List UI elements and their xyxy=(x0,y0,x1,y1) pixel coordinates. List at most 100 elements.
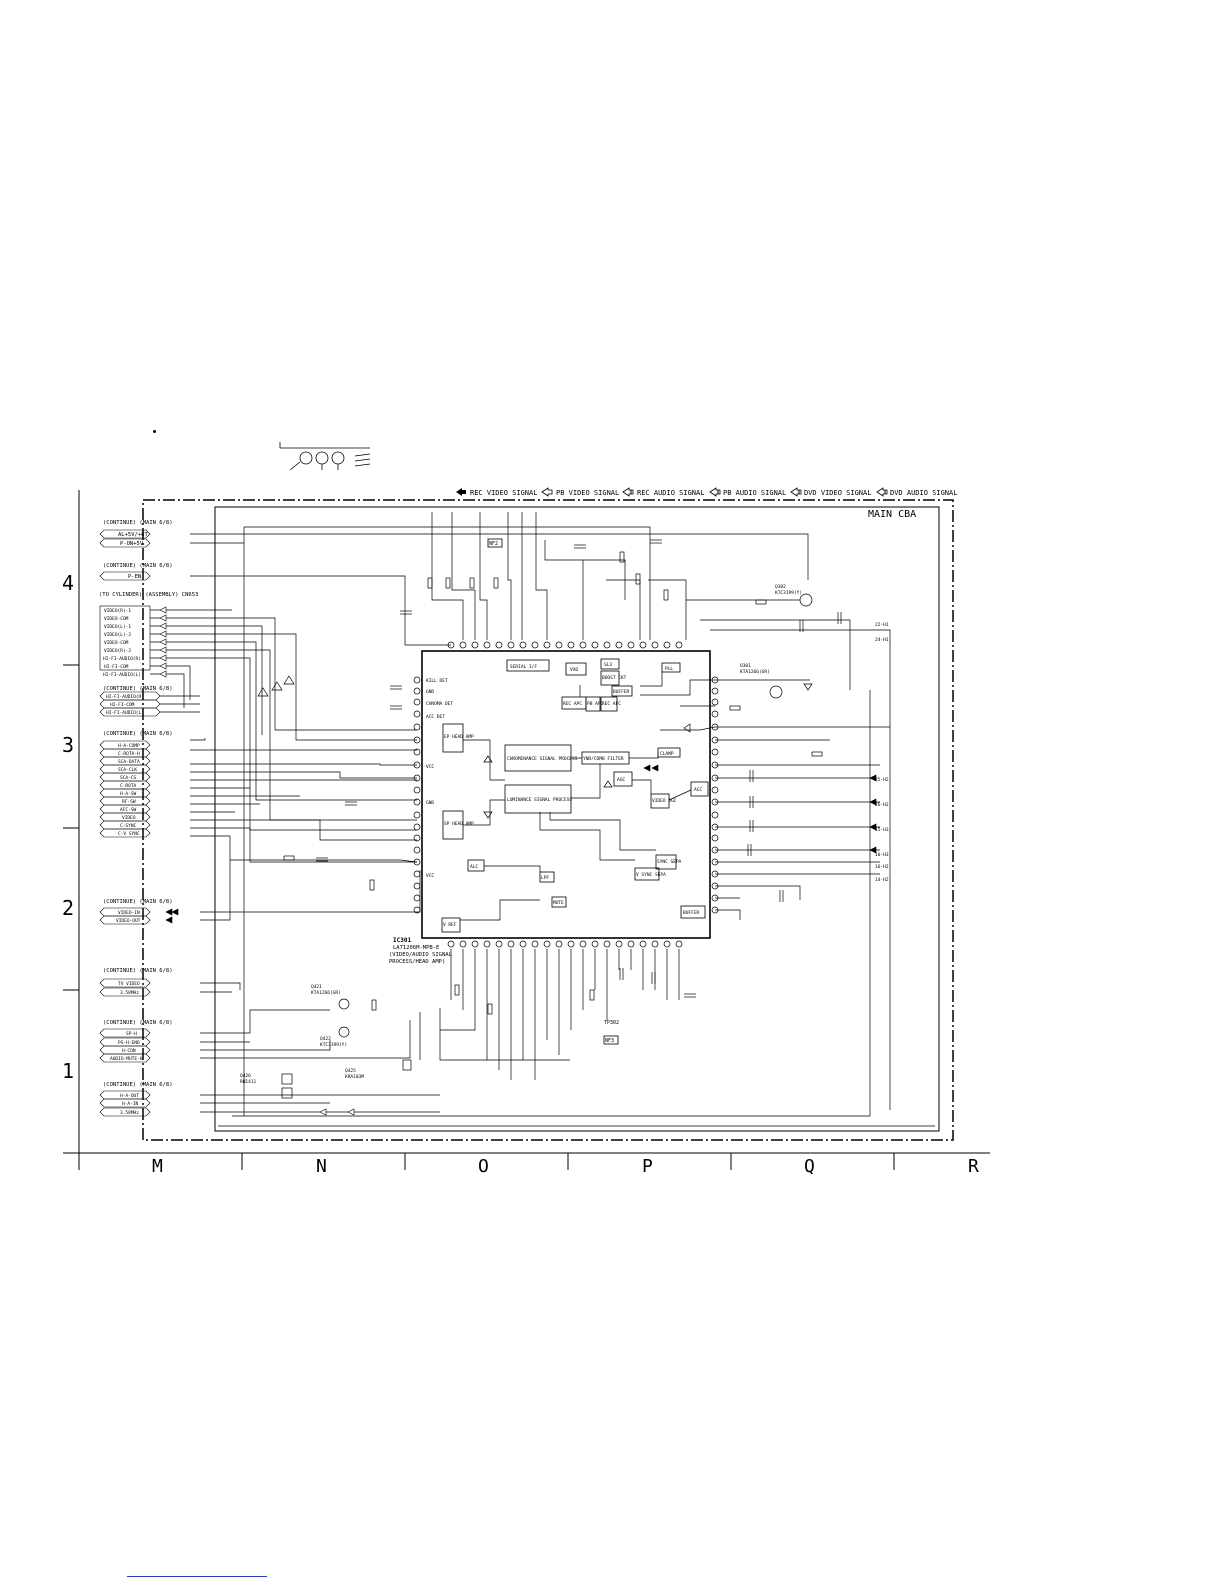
legend-rec-video-arrow xyxy=(456,488,466,496)
conn-c-rota: C-ROTA xyxy=(120,783,137,789)
block-clamp: CLAMP xyxy=(660,751,674,757)
pin-label-kill-det: KILL DET xyxy=(426,678,448,684)
conn-hifi-l: HI-FI-AUDIO(L) xyxy=(106,710,144,716)
conn-c-rota-h: C-ROTA-H xyxy=(118,751,140,757)
conn-h-a-out: H-A-OUT xyxy=(120,1093,139,1099)
ref-15-h3: 15-H3 xyxy=(875,827,889,833)
conn-h-a-in: H-A-IN xyxy=(122,1101,139,1107)
board-inner-frame xyxy=(214,506,940,1132)
conn-sp-h: SP-H xyxy=(126,1031,137,1037)
cn653-pin-5: VIDEO-COM xyxy=(104,640,129,646)
conn-sca-data: SCA-DATA xyxy=(118,759,140,765)
block-ep-head-amp: EP HEAD AMP xyxy=(444,734,474,740)
ref-14-h2: 14-H2 xyxy=(875,877,889,883)
ic301-body xyxy=(421,650,711,939)
conn-video-in: VIDEO-IN xyxy=(118,910,140,916)
conn-video-out: VIDEO-OUT xyxy=(116,918,141,924)
block-lpf: LPF xyxy=(541,875,549,881)
block-video-agc: VIDEO AGC xyxy=(652,798,677,804)
ref-22-h1: 22-H1 xyxy=(875,622,889,628)
conn-afc-sw: AFC-SW xyxy=(120,807,137,813)
col-label-r: R xyxy=(968,1156,979,1177)
conn-358mhz-2: 3.58MHz xyxy=(120,1110,139,1116)
conn-c-sync: C-SYNC xyxy=(120,823,137,829)
col-label-o: O xyxy=(478,1156,489,1177)
block-mute: MUTE xyxy=(553,900,564,906)
tp302: TP302 xyxy=(604,1020,619,1026)
block-rec-afc: REC AFC xyxy=(602,701,621,707)
conn-sca-clk: SCA-CLK xyxy=(118,767,137,773)
row-label-4: 4 xyxy=(62,571,74,595)
conn-h-a-sw: H-A-SW xyxy=(120,791,137,797)
cn653-pin-7: HI-FI-AUDIO(R) xyxy=(103,656,141,662)
col-label-q: Q xyxy=(804,1156,815,1177)
conn-358mhz-1: 3.58MHz xyxy=(120,990,139,996)
ic-left-pin-labels: KILL DET GND CHROMA DET ACC DET VCC GND … xyxy=(426,678,453,879)
conn-video: VIDEO xyxy=(122,815,136,821)
conn-header-1: (CONTINUE) (MAIN 6/8) xyxy=(103,520,173,526)
block-boost-ckt: BOOST CKT xyxy=(602,675,627,681)
component-marks xyxy=(257,539,842,1015)
ground-symbol-sketch xyxy=(279,442,371,471)
pin-label-gnd-2: GND xyxy=(426,800,434,806)
board-outline-dashed xyxy=(142,499,954,1141)
left-connector-labels: (CONTINUE) (MAIN 6/8) AL+5V/+6T P-ON+5V … xyxy=(99,520,198,1117)
conn-c-v-sync: C-V SYNC xyxy=(118,831,140,837)
ref-16-h2: 16-H2 xyxy=(875,864,889,870)
right-refs: 22-H1 24-H1 25-H2 26-H2 15-H3 10-H3 16-H… xyxy=(875,622,889,883)
block-serial-if: SERIAL I/F xyxy=(510,664,537,670)
legend-label-dvd-video: DVD VIDEO SIGNAL xyxy=(804,489,871,497)
row-label-3: 3 xyxy=(62,733,74,757)
conn-al5v: AL+5V/+6T xyxy=(118,532,148,538)
board-title: MAIN CBA xyxy=(868,509,916,520)
q425-ref: Q425 xyxy=(345,1068,356,1074)
cn653-pin-9: HI-FI-AUDIO(L) xyxy=(103,672,141,678)
q302-ref: Q302 xyxy=(775,584,786,590)
conn-header-2: (CONTINUE) (MAIN 6/8) xyxy=(103,563,173,569)
wiring xyxy=(150,512,935,1127)
conn-header-8: (CONTINUE) (MAIN 6/8) xyxy=(103,1082,173,1088)
grid-frame xyxy=(63,490,990,1170)
block-vxo: VXO xyxy=(570,667,578,673)
q302-part: KTC3199(Y) xyxy=(775,590,802,596)
ref-26-h2: 26-H2 xyxy=(875,802,889,808)
tp-nf3: NF3 xyxy=(605,1038,614,1044)
ref-24-h1: 24-H1 xyxy=(875,637,889,643)
pin-label-vcc-2: VCC xyxy=(426,873,434,879)
tp-nf2: NF2 xyxy=(489,541,498,547)
block-ynr: YNR/COMB FILTER xyxy=(583,756,624,762)
conn-header-7: (CONTINUE) (MAIN 6/8) xyxy=(103,1020,173,1026)
cn653-pin-3: VIDEO(L)-1 xyxy=(104,624,131,630)
conn-header-cn653: (TO CYLINDER) (ASSEMBLY) CN653 xyxy=(99,592,198,598)
legend: REC VIDEO SIGNAL PB VIDEO SIGNAL REC AUD… xyxy=(456,487,957,497)
q426-ref: Q426 xyxy=(240,1073,251,1079)
block-agc: AGC xyxy=(617,777,625,783)
conn-sca-cs: SCA-CS xyxy=(120,775,137,781)
signal-arrows xyxy=(159,606,877,1116)
pin-label-gnd-1: GND xyxy=(426,689,434,695)
ic-function-1: (VIDEO/AUDIO SIGNAL xyxy=(389,952,453,958)
test-points: NF2 TP302 NF3 xyxy=(487,538,619,1045)
ic-internal-blocks: SERIAL I/F VXO SL3 BOOST CKT BUFFER PLL … xyxy=(441,658,709,933)
block-vsync-sepa: V SYNC SEPA xyxy=(636,872,666,878)
col-label-p: P xyxy=(642,1156,653,1177)
conn-h-con: H-CON xyxy=(122,1048,136,1054)
transistors: Q302 KTC3199(Y) Q301 KTA1266(GR) Q421 KT… xyxy=(240,584,813,1099)
cn653-pin-1: VIDEO(R)-1 xyxy=(104,608,131,614)
conn-hifi-com: HI-FI-COM xyxy=(110,702,135,708)
ic-ref: IC301 xyxy=(393,937,411,944)
conn-header-6: (CONTINUE) (MAIN 6/8) xyxy=(103,968,173,974)
conn-hifi-r: HI-FI-AUDIO(R) xyxy=(106,694,144,700)
conn-p-en: P-EN xyxy=(128,574,141,580)
conn-tv-video: TV VIDEO xyxy=(118,981,140,987)
row-label-1: 1 xyxy=(62,1059,74,1083)
pin-label-chroma-det: CHROMA DET xyxy=(426,701,453,707)
block-pll: PLL xyxy=(665,666,673,672)
ref-10-h3: 10-H3 xyxy=(875,852,889,858)
cn653-pin-4: VIDEO(L)-2 xyxy=(104,632,131,638)
cn653-pin-6: VIDEO(R)-2 xyxy=(104,648,131,654)
conn-h-a-comp: H-A-COMP xyxy=(118,743,140,749)
cn653-pin-8: HI-FI-COM xyxy=(104,664,129,670)
ic-function-2: PROCESS/HEAD AMP) xyxy=(389,959,445,965)
